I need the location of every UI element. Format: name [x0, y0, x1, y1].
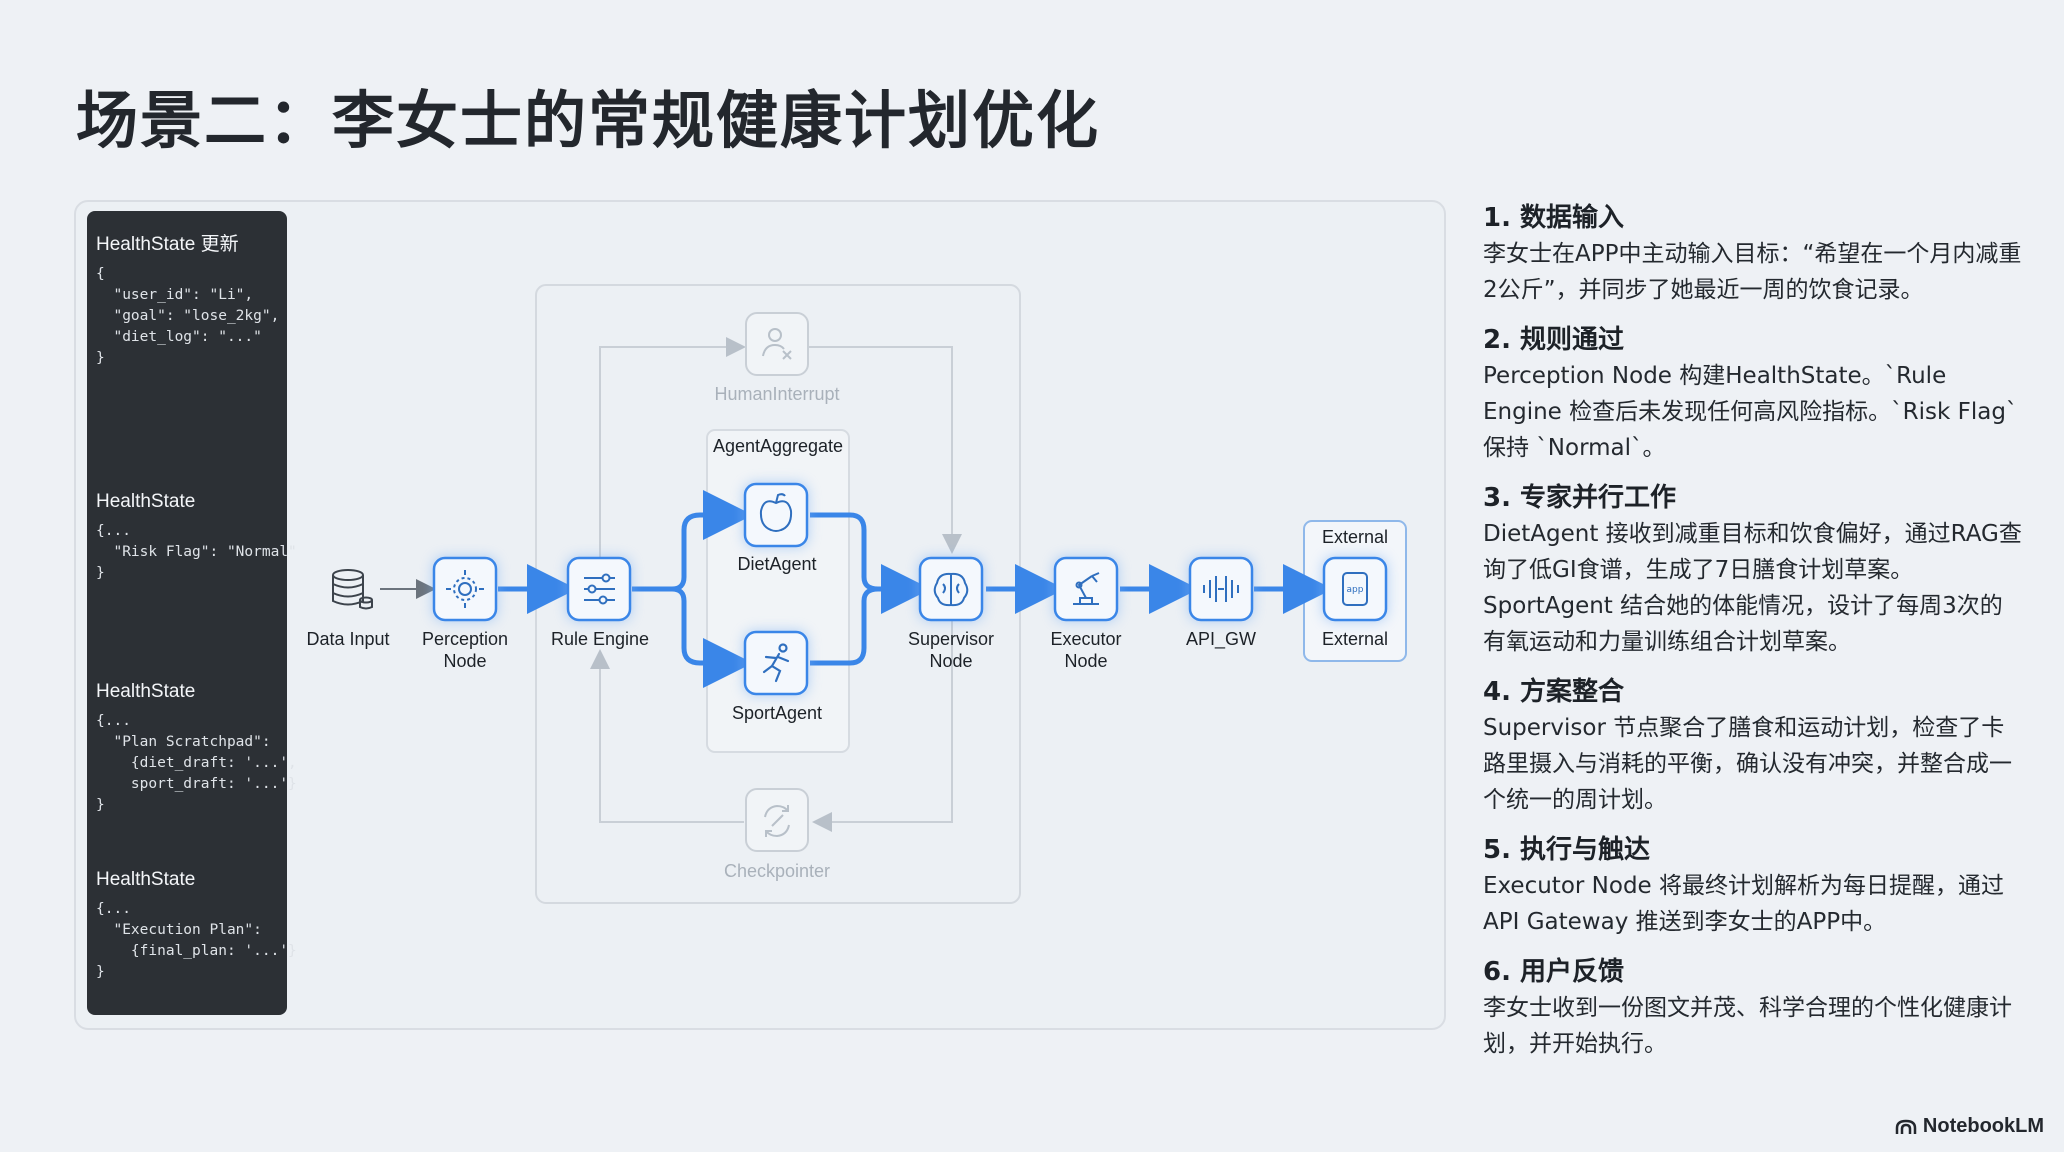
step-item: 6. 用户反馈 李女士收到一份图文并茂、科学合理的个性化健康计划，并开始执行。 [1483, 954, 2023, 1062]
page-title: 场景二：李女士的常规健康计划优化 [76, 84, 1101, 157]
healthstate-title: HealthState 更新 [96, 234, 239, 255]
external-node-label: External [1321, 629, 1389, 649]
api-gw-label: API_GW [1185, 629, 1256, 649]
healthstate-code: { "user_id": "Li", "goal": "lose_2kg", "… [96, 266, 280, 366]
steps-list: 1. 数据输入 李女士在APP中主动输入目标：“希望在一个月内减重2公斤”，并同… [1483, 200, 2023, 1076]
checkpointer-label: Checkpointer [723, 861, 831, 881]
healthstate-panel: HealthState 更新 { "user_id": "Li", "goal"… [87, 211, 297, 1015]
executor-node-label: Executor Node [1050, 629, 1122, 671]
healthstate-block-4: HealthState {... "Execution Plan": {fina… [96, 869, 297, 983]
database-icon [332, 569, 373, 610]
healthstate-block-1: HealthState 更新 { "user_id": "Li", "goal"… [96, 229, 282, 369]
perception-node-box [432, 556, 498, 622]
step-body: 李女士在APP中主动输入目标：“希望在一个月内减重2公斤”，并同步了她最近一周的… [1483, 241, 2022, 303]
user-x-icon [762, 328, 792, 360]
perception-node-label: Perception Node [421, 629, 509, 671]
step-item: 3. 专家并行工作 DietAgent 接收到减重目标和饮食偏好，通过RAG查询… [1483, 480, 2023, 660]
step-item: 2. 规则通过 Perception Node 构建HealthState。`R… [1483, 322, 2023, 466]
step-title: 6. 用户反馈 [1483, 957, 1625, 987]
notebooklm-logo-icon [1895, 1119, 1917, 1134]
agent-aggregate-label: AgentAggregate [712, 436, 844, 456]
gateway-icon [1203, 576, 1239, 602]
arrow-rule-to-sport [671, 586, 753, 688]
step-body: Perception Node 构建HealthState。`Rule Engi… [1483, 363, 2018, 461]
step-body: Executor Node 将最终计划解析为每日提醒，通过 API Gatewa… [1483, 873, 2005, 935]
svg-text:app: app [1347, 585, 1364, 595]
step-body: DietAgent 接收到减重目标和饮食偏好，通过RAG查询了低GI食谱，生成了… [1483, 521, 2022, 655]
robot-arm-icon [1073, 572, 1100, 605]
rule-engine-label: Rule Engine [550, 629, 650, 649]
diet-agent-label: DietAgent [737, 554, 817, 574]
runner-icon [762, 643, 790, 683]
notebooklm-logo: NotebookLM [1895, 1115, 2044, 1138]
sport-agent-node-box [743, 630, 809, 696]
sliders-icon [584, 573, 615, 605]
step-body: 李女士收到一份图文并茂、科学合理的个性化健康计划，并开始执行。 [1483, 995, 2012, 1057]
step-title: 4. 方案整合 [1483, 677, 1625, 707]
human-interrupt-node-box [745, 312, 809, 376]
step-title: 3. 专家并行工作 [1483, 483, 1677, 513]
step-title: 2. 规则通过 [1483, 325, 1625, 355]
loop-to-checkpointer [812, 618, 953, 832]
brain-icon [933, 572, 969, 607]
step-title: 5. 执行与触达 [1483, 835, 1651, 865]
refresh-icon [764, 804, 790, 838]
loop-to-supervisor [806, 346, 962, 554]
healthstate-code: {... "Risk Flag": "Normal" } [96, 523, 297, 581]
healthstate-block-2: HealthState {... "Risk Flag": "Normal" } [96, 491, 297, 584]
sensor-icon [446, 570, 484, 608]
healthstate-title: HealthState [96, 869, 196, 890]
healthstate-title: HealthState [96, 681, 196, 702]
diet-agent-node-box [743, 482, 809, 548]
app-icon: app [1342, 572, 1368, 606]
step-title: 1. 数据输入 [1483, 203, 1625, 233]
brand-name: NotebookLM [1922, 1115, 2044, 1137]
executor-node-box [1053, 556, 1119, 622]
sport-agent-label: SportAgent [731, 703, 823, 723]
step-item: 1. 数据输入 李女士在APP中主动输入目标：“希望在一个月内减重2公斤”，并同… [1483, 200, 2023, 308]
loop-to-rule-engine [590, 649, 744, 823]
human-interrupt-label: HumanInterrupt [714, 384, 840, 404]
arrow-sport-to-supervisor [810, 586, 879, 666]
step-body: Supervisor 节点聚合了膳食和运动计划，检查了卡路里摄入与消耗的平衡，确… [1483, 715, 2012, 813]
loop-to-human-interrupt [599, 337, 746, 590]
data-input-label: Data Input [306, 629, 390, 649]
external-node-box [1322, 556, 1388, 622]
apple-icon [759, 493, 793, 532]
step-item: 4. 方案整合 Supervisor 节点聚合了膳食和运动计划，检查了卡路里摄入… [1483, 674, 2023, 818]
external-group-label: External [1321, 527, 1389, 547]
supervisor-node-label: Supervisor Node [907, 629, 995, 671]
healthstate-code: {... "Execution Plan": {final_plan: '...… [96, 901, 297, 980]
healthstate-title: HealthState [96, 491, 196, 512]
step-item: 5. 执行与触达 Executor Node 将最终计划解析为每日提醒，通过 A… [1483, 832, 2023, 940]
